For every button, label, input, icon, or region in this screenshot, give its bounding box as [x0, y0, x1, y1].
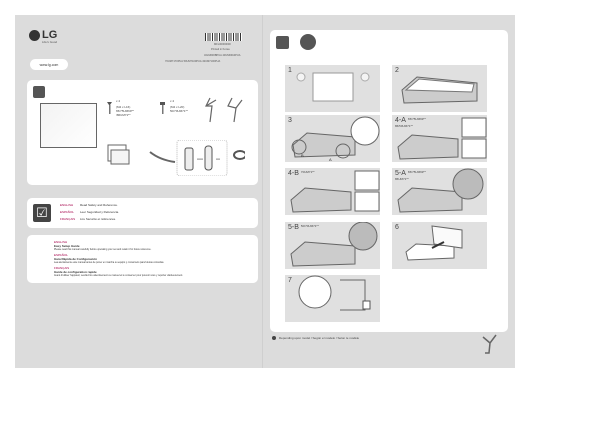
step-models: 65/75UM69** 86/50UM71**: [395, 117, 426, 128]
screw-b-spec: (M4 x L20): [170, 105, 185, 109]
step-number: 1: [288, 67, 292, 74]
guide-lang-fr: FRANÇAIS: [54, 266, 70, 270]
step-number: 5-A: [395, 170, 406, 177]
website-link[interactable]: www.lg.com: [30, 59, 68, 70]
step-models: 50/70UM71**: [300, 224, 319, 228]
battery-aa-label: AA: [216, 157, 221, 161]
screw-a-icon: [107, 102, 112, 114]
step-number: 3: [288, 117, 292, 124]
guide-text-en: Please read this manual carefully before…: [54, 248, 152, 251]
step-number: 6: [395, 224, 399, 231]
logo-text: LG: [42, 29, 58, 41]
safety-lang-es: ESPAÑOL: [60, 210, 74, 214]
guide-text-es: Lea atentamente este manual antes de pon…: [54, 261, 165, 264]
screw-b-icon: [160, 102, 165, 114]
safety-lang-en: ENGLISH: [60, 203, 74, 207]
step-number: 4-A: [395, 117, 406, 124]
guide-title-es: Guía Rápida de Configuración: [54, 257, 98, 261]
recycle-pictogram: [482, 334, 497, 354]
guide-title-fr: Guide de configuration rapide: [54, 270, 97, 274]
safety-text-es: Leer Seguridad y Referencia.: [80, 210, 120, 214]
part-number: MFL00000000: [214, 43, 231, 46]
screw-b-models: 50/70UM71**: [170, 109, 188, 113]
footnote-text: Depending upon model / Según el modelo /…: [279, 336, 360, 340]
screw-a-qty: x 4: [116, 99, 121, 103]
model-list-2: 70UM7170PUA 50UM7100PUA 43UM7100PUA: [165, 60, 221, 63]
label-b: B: [301, 153, 304, 158]
lg-logo: LG Life's Good: [29, 29, 58, 44]
guide-lang-en: ENGLISH: [54, 240, 68, 244]
step-number: 2: [395, 67, 399, 74]
lg-face-icon: [29, 29, 40, 41]
barcode: [205, 33, 242, 41]
step-1: 1: [285, 65, 380, 112]
stand-legs-illustration: [205, 97, 243, 123]
step-6: 6: [392, 222, 487, 269]
screw-a-spec: (M4 x L16): [116, 105, 131, 109]
step-models: 65/75UM69** 86UM71**: [395, 170, 426, 181]
step-models: 70UM71**: [300, 170, 315, 174]
screw-b-qty: x 4: [170, 99, 175, 103]
printed-in: Printed in Korea: [211, 48, 230, 51]
checkbox-icon: ☑: [33, 204, 51, 222]
step-7: 7: [285, 275, 380, 322]
safety-text-en: Read Safety and Reference.: [80, 203, 118, 207]
step-2: 2: [392, 65, 487, 112]
accessories-illustration: [107, 140, 245, 176]
guide-text-fr: Avant d'utiliser l'appareil, veuillez li…: [54, 274, 183, 277]
step-number: 4-B: [288, 170, 299, 177]
no-tools-icon: [276, 36, 289, 49]
quick-guide-card: [27, 235, 258, 283]
footnote: Depending upon model / Según el modelo /…: [272, 336, 359, 340]
logo-tagline: Life's Good: [42, 40, 58, 44]
screw-a-models: 65/75UM69** /86UM71**: [116, 109, 134, 117]
safety-card: ☑: [27, 198, 258, 228]
guide-lang-es: ESPAÑOL: [54, 253, 68, 257]
step-3: 3 B A: [285, 115, 380, 162]
step-number: 7: [288, 277, 292, 284]
model-list-1: 32LM630BPUA 43UM6910PUA: [204, 54, 241, 57]
label-a: A: [329, 157, 332, 162]
guide-title-en: Easy Setup Guide: [54, 244, 80, 248]
safety-text-fr: Lire Sécurité et références.: [80, 217, 117, 221]
battery-aaa-label: AAA: [197, 157, 204, 161]
tv-panel-illustration: [40, 103, 97, 148]
box-contents-icon: [33, 86, 45, 98]
safety-lang-fr: FRANÇAIS: [60, 217, 76, 221]
prohibited-icon: [300, 34, 316, 50]
note-icon: [272, 336, 276, 340]
fold-line: [262, 15, 263, 368]
step-number: 5-B: [288, 224, 299, 231]
